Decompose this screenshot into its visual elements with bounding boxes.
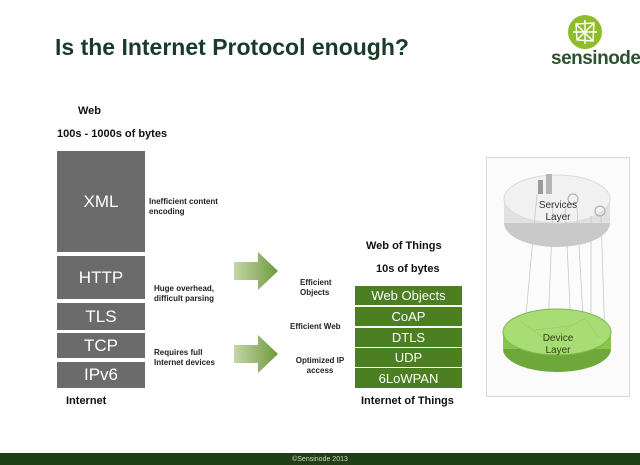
layer-6lowpan: 6LoWPAN (355, 368, 462, 388)
arrow-right-icon (234, 252, 278, 290)
layer-coap: CoAP (355, 307, 462, 326)
page-title: Is the Internet Protocol enough? (55, 34, 409, 60)
copyright-text: ©Sensinode 2013 (292, 455, 348, 463)
note-optimized-ip: Optimized IP access (295, 356, 345, 375)
layer-xml: XML (57, 151, 145, 252)
note-inefficient-encoding: Inefficient content encoding (149, 197, 218, 216)
internet-label: Internet (66, 395, 107, 407)
layer-ipv6: IPv6 (57, 362, 145, 388)
note-huge-overhead: Huge overhead, difficult parsing (154, 284, 215, 303)
sensinode-logo-icon (568, 15, 602, 49)
architecture-diagram: Services Layer Device Layer (486, 157, 630, 397)
wot-bytes-label: 10s of bytes (376, 263, 440, 275)
note-efficient-objects: Efficient Objects (300, 278, 332, 297)
footer-bar: ©Sensinode 2013 (0, 453, 640, 465)
services-layer-label: Services Layer (538, 200, 578, 223)
arrow-right-icon (234, 335, 278, 373)
layer-tls: TLS (57, 303, 145, 330)
web-label: Web (78, 105, 102, 117)
layer-udp: UDP (355, 348, 462, 367)
layer-http: HTTP (57, 256, 145, 299)
layer-web-objects: Web Objects (355, 286, 462, 305)
web-of-things-label: Web of Things (366, 240, 442, 252)
layer-dtls: DTLS (355, 328, 462, 347)
device-layer-label: Device Layer (542, 333, 574, 356)
layers-illustration (502, 174, 612, 372)
layer-tcp: TCP (57, 333, 145, 358)
iot-label: Internet of Things (361, 395, 454, 407)
web-bytes-label: 100s - 1000s of bytes (57, 128, 168, 140)
logo-text: sensinode (551, 48, 640, 69)
note-efficient-web: Efficient Web (290, 322, 341, 331)
note-requires-full: Requires full Internet devices (154, 348, 215, 367)
